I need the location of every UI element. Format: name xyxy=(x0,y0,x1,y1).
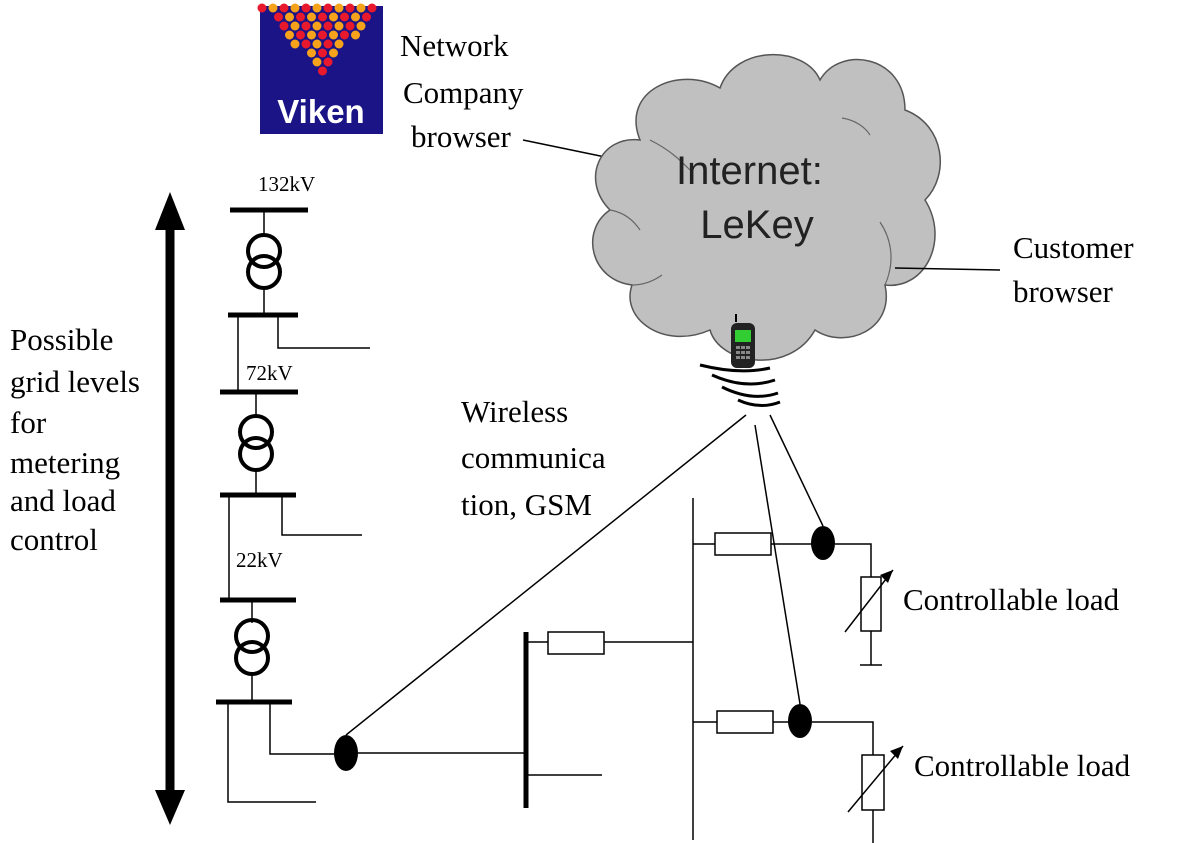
load-branch-2 xyxy=(693,704,904,843)
logo-dot xyxy=(340,12,349,22)
logo-dot xyxy=(362,12,371,22)
voltage-132kv-label: 132kV xyxy=(258,172,315,196)
controllable-load-1-label: Controllable load xyxy=(903,582,1120,617)
logo-dot xyxy=(329,30,338,40)
logo-dot xyxy=(356,3,366,13)
logo-dot xyxy=(334,21,344,31)
load-branch-1 xyxy=(693,526,894,666)
customer-connector xyxy=(894,267,1001,271)
logo-dot xyxy=(296,30,305,40)
transformer-132-72-icon xyxy=(246,233,282,290)
feeder-to-meter xyxy=(269,702,340,755)
network-company-label: Network Company browser xyxy=(400,28,531,154)
logo-dot xyxy=(312,21,322,31)
wireless-link-load-1 xyxy=(769,414,824,527)
controllable-load-1-resistor xyxy=(860,576,882,632)
logo-dot xyxy=(356,21,366,31)
fuse-load-2 xyxy=(716,710,774,734)
customer-browser-label: Customer browser xyxy=(1013,230,1141,309)
feeder-132kv-side xyxy=(277,315,370,349)
transformer-72-22-icon xyxy=(238,414,274,472)
wireless-link-main xyxy=(345,414,747,736)
logo-dot xyxy=(312,39,322,49)
variable-arrow-2 xyxy=(847,745,904,813)
logo-dot xyxy=(323,21,333,31)
logo-dot xyxy=(334,3,344,13)
logo-dot xyxy=(351,12,360,22)
wireless-link-load-2 xyxy=(754,424,801,705)
logo-dot xyxy=(307,48,316,58)
viken-logo: Viken xyxy=(257,3,383,134)
logo-text: Viken xyxy=(277,93,364,130)
logo-dot xyxy=(323,3,333,13)
voltage-22kv-label: 22kV xyxy=(236,548,283,572)
wireless-label: Wireless communica tion, GSM xyxy=(461,394,613,522)
feeder-72kv-side xyxy=(281,495,362,536)
logo-dot xyxy=(318,66,327,76)
fuse-load-1 xyxy=(714,532,772,556)
logo-dot xyxy=(323,39,333,49)
transmission-column xyxy=(216,207,370,803)
logo-dot xyxy=(296,12,305,22)
logo-dot xyxy=(318,48,327,58)
network-company-connector xyxy=(522,139,611,159)
grid-levels-label: Possible grid levels for metering and lo… xyxy=(10,322,148,557)
logo-dot xyxy=(285,30,294,40)
logo-dot xyxy=(290,21,300,31)
logo-dot xyxy=(301,3,311,13)
internet-label: Internet: LeKey xyxy=(676,149,834,247)
meter-node-main xyxy=(334,735,358,771)
logo-dot xyxy=(367,3,377,13)
logo-dot xyxy=(340,30,349,40)
logo-dot xyxy=(290,3,300,13)
logo-dot xyxy=(268,3,278,13)
internet-cloud: Internet: LeKey xyxy=(592,53,942,361)
logo-dot xyxy=(329,12,338,22)
logo-dot xyxy=(318,30,327,40)
logo-dot xyxy=(312,57,322,67)
logo-dot xyxy=(312,3,322,13)
logo-dot xyxy=(323,57,333,67)
logo-dot xyxy=(329,48,338,58)
variable-arrow-1 xyxy=(844,569,894,633)
logo-dot xyxy=(345,3,355,13)
controllable-load-2-label: Controllable load xyxy=(914,748,1131,783)
logo-dot-pattern xyxy=(257,3,377,76)
logo-dot xyxy=(345,21,355,31)
logo-dot xyxy=(274,12,283,22)
logo-dot xyxy=(307,30,316,40)
fuse-main xyxy=(547,631,605,655)
radio-waves-icon xyxy=(699,363,781,407)
logo-dot xyxy=(257,3,267,13)
meter-node-load-1 xyxy=(811,526,835,560)
logo-dot xyxy=(301,21,311,31)
grid-levels-arrow xyxy=(155,192,185,825)
logo-dot xyxy=(307,12,316,22)
logo-dot xyxy=(290,39,300,49)
logo-dot xyxy=(279,21,289,31)
mobile-phone-icon xyxy=(731,314,755,368)
meter-node-load-2 xyxy=(788,704,812,738)
logo-dot xyxy=(351,30,360,40)
logo-dot xyxy=(285,12,294,22)
logo-dot xyxy=(334,39,344,49)
logo-dot xyxy=(279,3,289,13)
transformer-22-low-icon xyxy=(234,618,270,676)
logo-dot xyxy=(301,39,311,49)
voltage-72kv-label: 72kV xyxy=(246,361,293,385)
logo-dot xyxy=(318,12,327,22)
